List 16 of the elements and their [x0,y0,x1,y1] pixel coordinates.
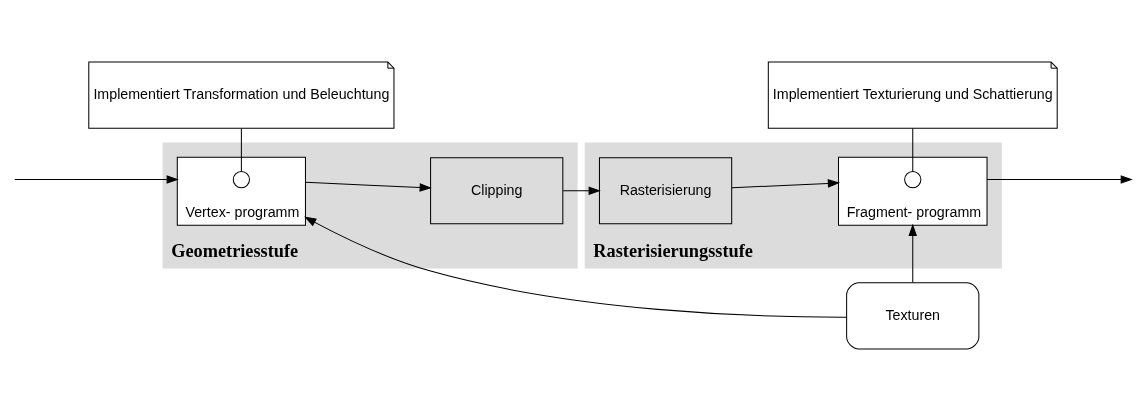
node-circle [904,170,922,188]
node-box: Texturen [846,281,980,349]
arrow [562,185,601,195]
arrow [908,223,918,283]
cluster: Fragment- programm [838,156,988,226]
node-box: Rasterisierung [598,156,733,224]
arrow [14,174,179,184]
connector [240,127,242,172]
connector [912,127,914,172]
node-box: Clipping [430,156,564,224]
node-circle [232,170,251,188]
arrow [731,178,841,188]
arrow [986,174,1133,184]
arrow [304,181,432,192]
cluster: Vertex- programm [176,156,306,226]
arrow [304,216,848,318]
